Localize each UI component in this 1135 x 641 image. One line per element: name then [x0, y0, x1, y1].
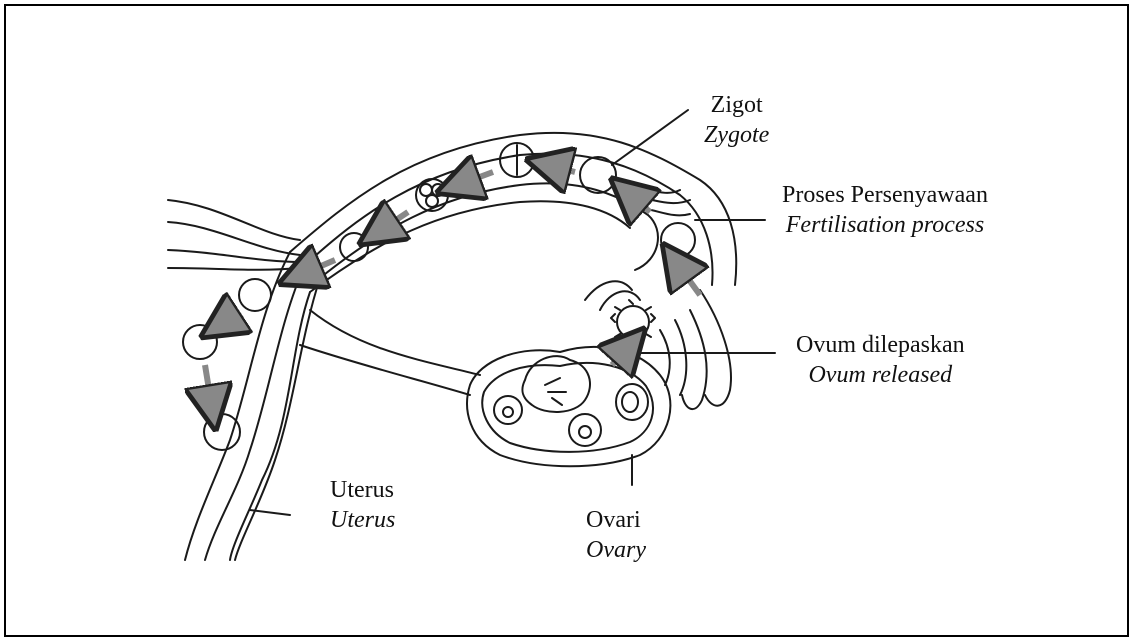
label-zygote-ms: Zigot: [704, 90, 769, 120]
label-fertilisation-ms: Proses Persenyawaan: [782, 180, 988, 210]
label-fertilisation: Proses Persenyawaan Fertilisation proces…: [782, 180, 988, 240]
fimbria-1: [600, 291, 640, 310]
label-ovum-ms: Ovum dilepaskan: [796, 330, 965, 360]
follicle-2: [569, 414, 601, 446]
morula: [239, 279, 271, 311]
label-ovum: Ovum dilepaskan Ovum released: [796, 330, 965, 390]
ovum-in-tube: [661, 223, 695, 257]
uterus-wall-inner: [168, 222, 300, 255]
ligament-bottom: [300, 345, 470, 395]
label-fertilisation-en: Fertilisation process: [782, 210, 988, 240]
ovum-released-cell: [617, 306, 649, 338]
blastocyst: [183, 325, 217, 359]
morula-early: [340, 233, 368, 261]
uterus-right-inner: [235, 278, 320, 560]
arrow-9: [205, 365, 212, 408]
tube-inner-bottom: [320, 183, 658, 278]
fimbria-5: [675, 320, 686, 395]
arrow-5: [458, 172, 493, 185]
label-ovum-en: Ovum released: [796, 360, 965, 390]
leader-zygote: [612, 110, 688, 165]
follicle-1: [494, 396, 522, 424]
follicle-3: [616, 384, 648, 420]
uterus-wall-top: [168, 200, 300, 240]
arrow-1: [676, 262, 700, 295]
zygote-cell: [580, 157, 616, 193]
label-uterus-ms: Uterus: [330, 475, 395, 505]
arrow-4: [548, 165, 575, 172]
label-uterus: Uterus Uterus: [330, 475, 395, 535]
label-ovary: Ovari Ovary: [586, 505, 646, 565]
arrow-8: [220, 312, 240, 325]
tube-outer-bottom: [310, 201, 630, 292]
corpus-luteum: [522, 356, 590, 412]
implanting-blastocyst: [204, 414, 240, 450]
arrow-7: [300, 260, 335, 275]
label-uterus-en: Uterus: [330, 505, 395, 535]
leader-uterus: [250, 510, 290, 515]
label-ovary-ms: Ovari: [586, 505, 646, 535]
label-ovary-en: Ovary: [586, 535, 646, 565]
label-zygote-en: Zygote: [704, 120, 769, 150]
uterus-wall-bottom: [168, 268, 298, 270]
ligament-top: [310, 310, 480, 375]
uterus-right-outer: [230, 292, 310, 560]
label-zygote: Zigot Zygote: [704, 90, 769, 150]
